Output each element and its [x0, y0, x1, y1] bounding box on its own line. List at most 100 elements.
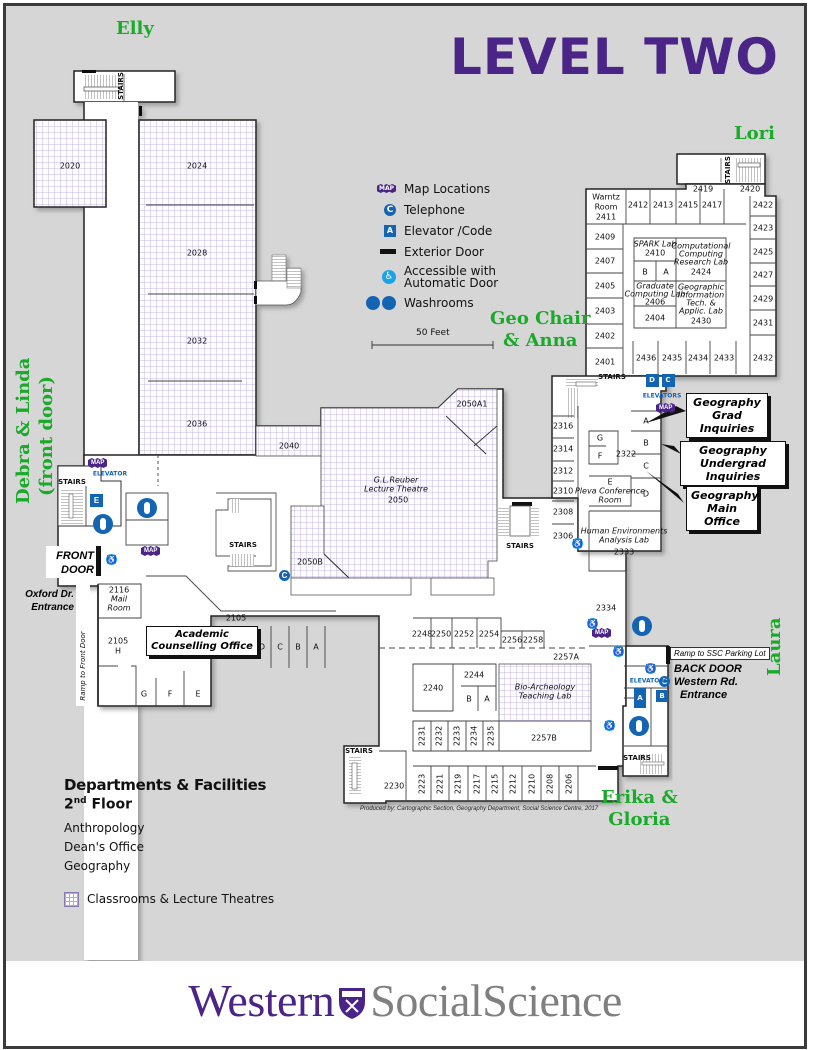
legend-label: Telephone: [404, 202, 465, 217]
room-label: 2334: [595, 603, 617, 613]
stairs-label: STAIRS: [506, 542, 534, 550]
room-label: 2435: [661, 353, 683, 363]
stairs-label: STAIRS: [623, 754, 651, 762]
staff-label-front-door-note: (front door): [36, 375, 57, 496]
room-label: 2403: [594, 306, 616, 316]
room-label: 2404: [644, 313, 666, 323]
elevator-label: C: [665, 376, 671, 384]
room-label: Analysis Lab: [599, 535, 649, 545]
room-label: 2431: [752, 318, 774, 328]
legend-icon-cell: MAP: [366, 184, 404, 193]
room-label: 2424: [690, 267, 712, 277]
western-crest-icon: [339, 988, 366, 1019]
room-label: 2223: [417, 773, 427, 795]
elevator-icon: [656, 690, 668, 702]
room-label: D: [258, 642, 266, 652]
room-label: Tech. &: [686, 298, 716, 308]
person-glyph: [144, 502, 150, 514]
staff-label-anna: & Anna: [503, 330, 578, 351]
staff-label-geo-chair-line1: Geo Chair: [490, 308, 591, 329]
room-label: 2212: [508, 773, 518, 795]
room-label: Lecture Theatre: [364, 484, 428, 494]
brand-western: Western: [188, 975, 335, 1026]
elevator-icon: [634, 688, 646, 708]
elevator-icon: A: [384, 224, 396, 237]
staff-label-erika: Erika &: [601, 787, 678, 808]
room-label: Room: [107, 603, 131, 613]
callout-line: Geography: [699, 444, 767, 457]
room-label: D: [642, 489, 650, 499]
callout-academic-counselling: Academic Counselling Office: [146, 626, 258, 656]
room-label: 2402: [594, 331, 616, 341]
elevator-label: ELEVATORS: [642, 392, 682, 400]
scale-label: 50 Feet: [416, 328, 450, 338]
legend-label: Washrooms: [404, 295, 474, 310]
classroom-key-label: Classrooms & Lecture Theatres: [87, 892, 275, 907]
legend-item-exterior-door: Exterior Door: [366, 241, 498, 262]
legend-icon-cell: C: [366, 203, 404, 216]
washroom-icon: [366, 295, 380, 310]
room-label: Pleva Conference: [574, 486, 646, 496]
room-label: 2314: [552, 444, 574, 454]
room-label: 2254: [478, 629, 500, 639]
department-item: Anthropology: [64, 820, 145, 835]
departments-panel: Departments & Facilities 2nd Floor Anthr…: [64, 776, 274, 907]
room-label: G: [140, 689, 148, 699]
person-glyph: [639, 620, 645, 632]
floor-suffix: nd: [73, 796, 87, 806]
exterior-door-icon: [380, 249, 396, 254]
floor-plan: [33, 70, 777, 960]
room-label: 2333: [613, 547, 635, 557]
callout-line: Geography: [693, 396, 761, 409]
stairs-label: STAIRS: [598, 373, 626, 381]
room-label: 2250: [430, 629, 452, 639]
departments-heading: Departments & Facilities: [64, 776, 267, 794]
telephone-icon: C: [279, 570, 290, 581]
oxford-line: Entrance: [31, 602, 74, 613]
room-label: E: [195, 689, 201, 699]
room-label: 2221: [435, 773, 445, 795]
room-label: B: [643, 438, 649, 448]
washroom-icon: [382, 295, 396, 310]
room-label: Mail: [110, 594, 128, 604]
footer: [6, 961, 804, 1046]
accessible-icon: ♿: [645, 663, 656, 674]
staff-label-erika-gloria: Erika & Gloria: [601, 787, 678, 831]
classroom-swatch-icon: [64, 891, 79, 907]
room-label: 2206: [564, 773, 574, 795]
callout-line: Counselling Office: [151, 641, 253, 652]
room-label: A: [663, 267, 669, 277]
room-label: 2219: [453, 773, 463, 795]
room-label: 2434: [687, 353, 709, 363]
staff-label-elly: Elly: [116, 18, 154, 39]
stairs-label: STAIRS: [345, 747, 373, 755]
room-label: 2432: [752, 353, 774, 363]
washroom-icon: [629, 716, 649, 736]
room-label: 2050A1: [456, 399, 488, 409]
room-label: 2210: [527, 773, 537, 795]
map-marker-icon: MAP: [656, 403, 676, 413]
ramp-front-door-label: Ramp to Front Door: [79, 631, 87, 701]
room-label: Computing: [679, 249, 723, 259]
room-label: C: [277, 642, 283, 652]
room-label: 2425: [752, 247, 774, 257]
room-label: 2420: [739, 184, 761, 194]
room-label: C: [643, 461, 649, 471]
elevator-icon: [662, 374, 675, 387]
accessible-icon: ♿: [106, 554, 117, 565]
room-label: 2230: [383, 781, 405, 791]
room-label: 2412: [627, 200, 649, 210]
map-marker-icon: MAP: [592, 628, 612, 638]
back-door-line: Entrance: [680, 689, 728, 701]
legend-item-washrooms: Washrooms: [350, 292, 498, 313]
legend-item-map-locations: MAP Map Locations: [366, 178, 498, 199]
room-label: 2232: [434, 725, 444, 747]
legend-label: Map Locations: [404, 181, 491, 196]
room-label: 2244: [463, 670, 485, 680]
room-label: F: [167, 689, 173, 699]
department-item: Geography: [64, 858, 131, 873]
room-label: 2233: [452, 725, 462, 747]
callout-geography-main-office: Geography Main Office: [686, 486, 759, 531]
room-label: 2040: [278, 441, 300, 451]
